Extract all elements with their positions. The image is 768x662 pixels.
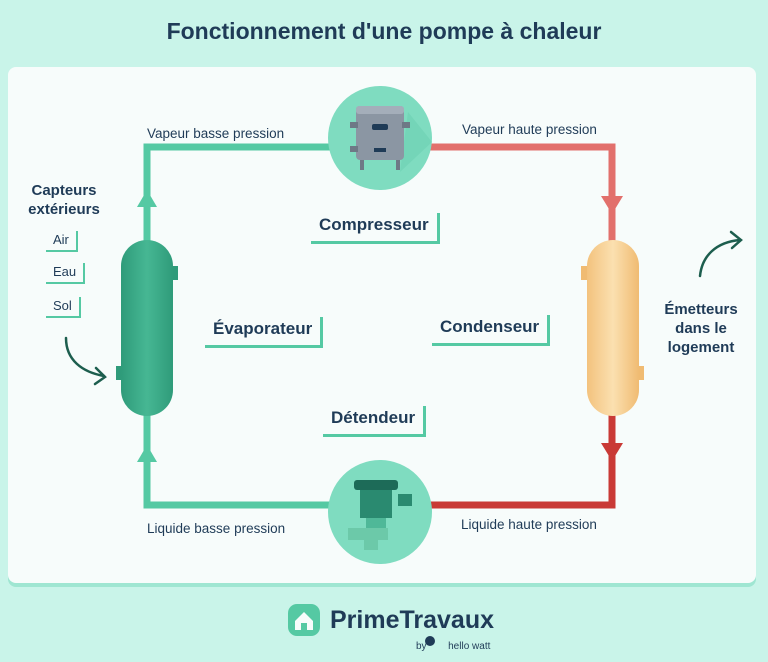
expansion-valve-icon [328,460,432,564]
brand-name: PrimeTravaux [330,606,494,634]
condenser-label: Condenseur [432,315,551,346]
arrow-up-bottom-left [137,445,157,462]
sources-heading-line1: Capteurs [31,182,97,199]
brand-by-line: by hello watt [416,641,490,652]
cold-pipe [143,143,380,509]
flow-label-top-left: Vapeur basse pression [147,126,285,141]
expansion-valve-label: Détendeur [323,406,427,437]
compressor-label: Compresseur [311,213,440,244]
arrow-up-top-left [137,190,157,207]
brand-partner: hello watt [448,641,491,652]
evaporator-label: Évaporateur [205,317,324,348]
emitters-line1: Émetteurs [664,301,738,318]
hot-pipe-bottom [380,405,616,509]
flow-label-bottom-right: Liquide haute pression [461,517,597,532]
sources-arrow [64,336,107,386]
emitters-heading: Émetteurs dans le logement [646,300,756,357]
flow-label-top-right: Vapeur haute pression [462,122,597,137]
compressor-icon [328,86,432,190]
house-logo-icon [288,604,435,646]
arrow-down-bottom-right [601,443,623,461]
sources-heading: Capteurs extérieurs [16,181,112,219]
emitters-line3: logement [667,339,735,356]
arrow-down-top-right [601,196,623,214]
evaporator-tank [116,240,178,416]
hot-pipe-top [380,143,616,250]
source-item-sol: Sol [46,297,81,318]
source-item-air: Air [46,231,78,252]
brand-block: PrimeTravaux by hello watt [288,604,498,652]
sources-heading-line2: extérieurs [28,201,100,218]
page-title: Fonctionnement d'une pompe à chaleur [166,18,602,44]
source-item-eau: Eau [46,263,86,284]
condenser-tank [581,240,644,416]
brand-by: by [416,641,427,652]
emitters-arrow [698,230,743,278]
flow-label-bottom-left: Liquide basse pression [147,521,286,536]
emitters-line2: dans le [675,320,727,337]
